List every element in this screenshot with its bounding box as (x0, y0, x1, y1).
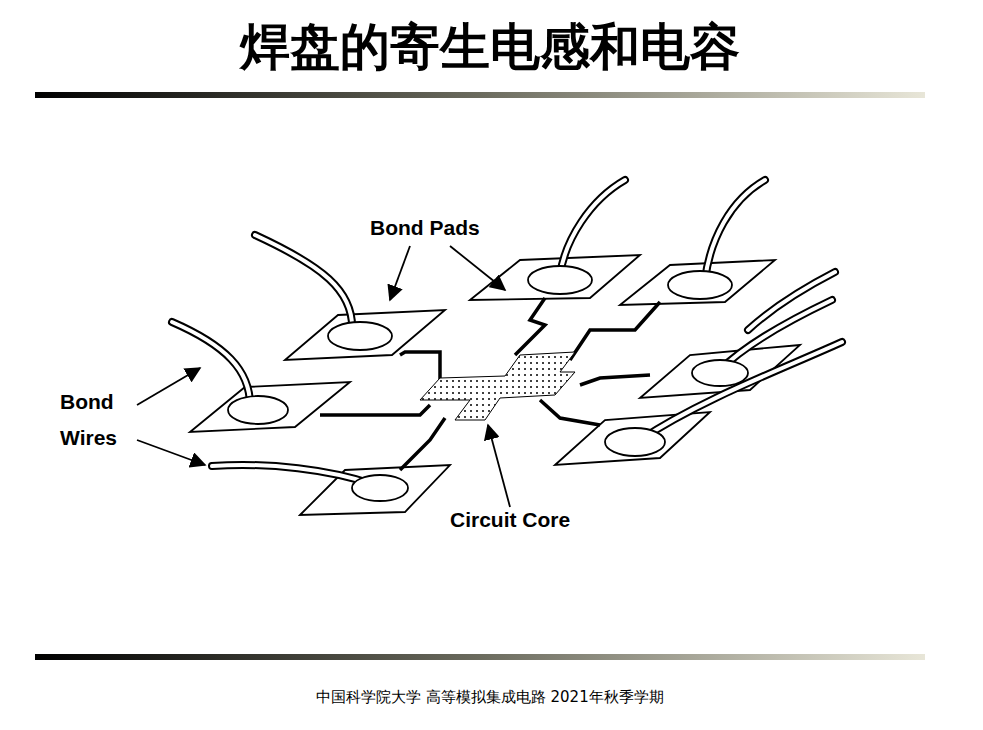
trace (400, 418, 445, 470)
bond-pad (470, 255, 640, 300)
bond-pads (190, 255, 800, 515)
trace (580, 375, 650, 385)
leader-lines (137, 246, 510, 507)
bond-pad (620, 260, 775, 305)
trace (540, 400, 600, 425)
callout-label: Bond Pads (370, 216, 480, 240)
bond-wires (172, 180, 842, 484)
callout-label: Circuit Core (450, 508, 570, 532)
circuit-core (420, 352, 575, 420)
trace (570, 302, 660, 360)
trace (320, 405, 430, 415)
trace (515, 298, 545, 355)
bottom-rule (35, 654, 925, 660)
bond-pad (190, 382, 350, 432)
trace (400, 352, 440, 380)
bond-balls (228, 266, 748, 501)
slide-title: 焊盘的寄生电感和电容 (240, 14, 740, 81)
footer-text: 中国科学院大学 高等模拟集成电路 2021年秋季学期 (316, 688, 664, 707)
top-rule (35, 92, 925, 98)
callout-label: Bond Wires (60, 384, 140, 456)
